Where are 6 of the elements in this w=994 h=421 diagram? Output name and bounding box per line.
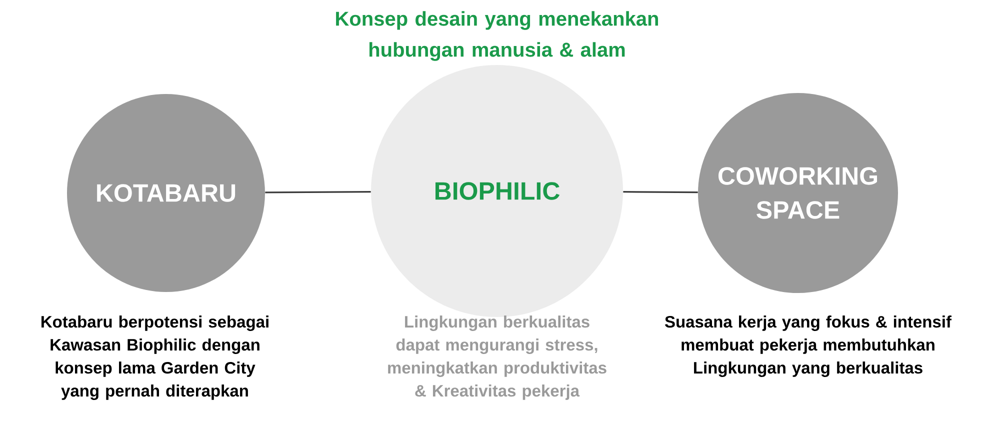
description-text: Lingkungan berkualitas dapat mengurangi stress, meningkatkan produktivitas & Kreativitas pekerja — [388, 316, 606, 400]
connector-line — [623, 191, 698, 194]
description-text: Suasana kerja yang fokus & intensif membuat pekerja membutuhkan Lingkungan yang berkualitas — [664, 316, 952, 377]
connector-line — [265, 190, 371, 194]
description-text: Kotabaru berpotensi sebagai Kawasan Biophilic dengan konsep lama Garden City yang pernah diterapkan — [42, 316, 268, 400]
heading: Konsep desain yang menekankan hubungan manusia & alam — [336, 11, 658, 61]
